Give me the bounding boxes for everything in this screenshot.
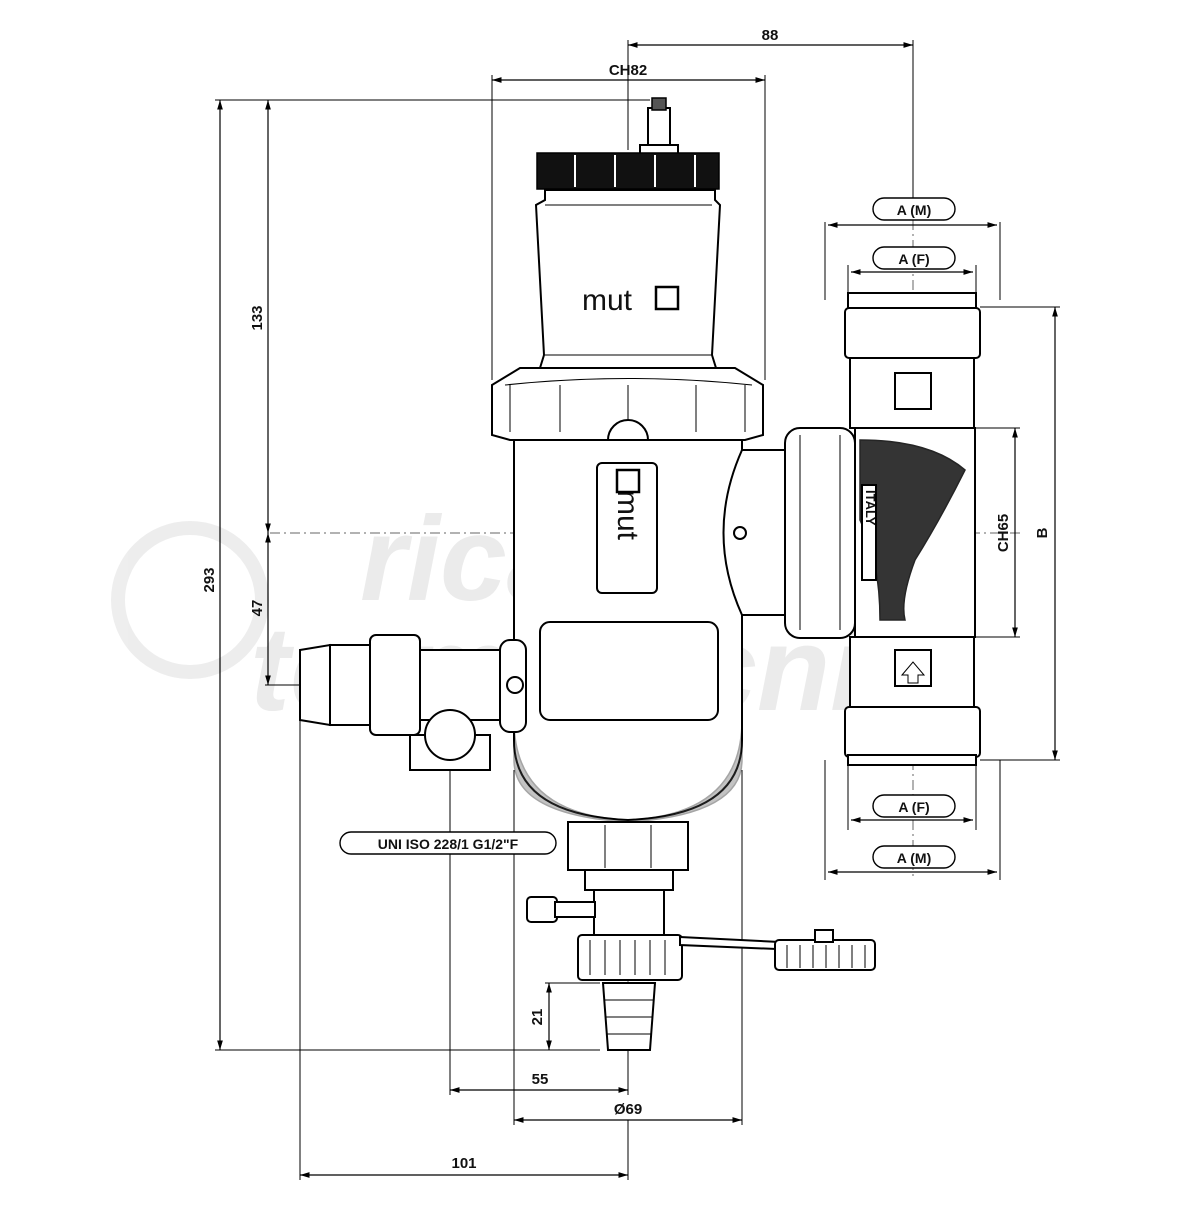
dimension-21 bbox=[545, 982, 600, 1050]
side-fitting bbox=[299, 634, 527, 771]
tag-a-m-top: A (M) bbox=[872, 197, 956, 221]
bottom-thread bbox=[847, 754, 977, 766]
valve-logo-text: ITALY bbox=[863, 490, 878, 526]
drain-side-knob bbox=[526, 896, 558, 923]
dimension-101-label: 101 bbox=[451, 1155, 476, 1172]
dimension-293-label: 293 bbox=[201, 567, 218, 592]
dimension-47 bbox=[265, 533, 300, 686]
vent-housing bbox=[534, 189, 722, 369]
dimension-ch82-label: CH82 bbox=[609, 62, 647, 79]
branch-connection bbox=[722, 427, 856, 639]
drain-knurled-nut bbox=[577, 934, 683, 981]
dimension-b bbox=[980, 306, 1060, 761]
body-logo-badge: mut bbox=[596, 462, 658, 594]
dimension-101 bbox=[299, 720, 629, 1180]
dimension-69-label: Ø69 bbox=[614, 1101, 642, 1118]
body-logo-square-icon bbox=[615, 468, 641, 494]
dimension-ch82 bbox=[491, 75, 766, 380]
dimension-133-label: 133 bbox=[249, 305, 266, 330]
tag-a-f-bottom: A (F) bbox=[872, 794, 956, 818]
ball-valve: ITALY bbox=[844, 292, 981, 766]
valve-logo-plate bbox=[861, 484, 877, 581]
air-vent-valve bbox=[639, 97, 679, 158]
vent-cap bbox=[536, 152, 720, 190]
svg-text:A (M): A (M) bbox=[897, 850, 931, 866]
top-square-indicator bbox=[894, 372, 932, 410]
dimension-55-label: 55 bbox=[532, 1071, 549, 1088]
tag-drain-thread: UNI ISO 228/1 G1/2"F bbox=[339, 831, 557, 855]
svg-text:A (F): A (F) bbox=[898, 799, 929, 815]
tag-a-f-top: A (F) bbox=[872, 246, 956, 270]
dimension-293 bbox=[215, 99, 650, 1051]
body-window bbox=[539, 621, 719, 721]
dimension-21-label: 21 bbox=[529, 1009, 546, 1026]
dimension-ch65-label: CH65 bbox=[995, 514, 1012, 552]
connection-dimensions bbox=[824, 222, 1001, 880]
tag-a-m-bottom: A (M) bbox=[872, 845, 956, 869]
dimension-47-label: 47 bbox=[249, 600, 266, 617]
cap-logo-square-icon bbox=[654, 285, 680, 311]
dimension-b-label: B bbox=[1034, 527, 1051, 538]
cap-logo-text: mut bbox=[582, 284, 633, 317]
svg-text:UNI ISO 228/1 G1/2"F: UNI ISO 228/1 G1/2"F bbox=[378, 836, 519, 852]
dimension-55 bbox=[449, 770, 629, 1095]
watermark-logo-icon bbox=[111, 521, 269, 679]
ring-nut bbox=[491, 367, 764, 441]
bottom-drain bbox=[526, 821, 689, 1051]
bottom-square-indicator bbox=[894, 649, 932, 687]
tethered-cap bbox=[679, 929, 876, 971]
flow-arrow-icon bbox=[900, 661, 926, 684]
svg-text:A (F): A (F) bbox=[898, 251, 929, 267]
dimension-88 bbox=[627, 40, 914, 200]
body-logo-text: mut bbox=[611, 490, 644, 541]
svg-text:A (M): A (M) bbox=[897, 202, 931, 218]
dimension-88-label: 88 bbox=[762, 27, 779, 44]
